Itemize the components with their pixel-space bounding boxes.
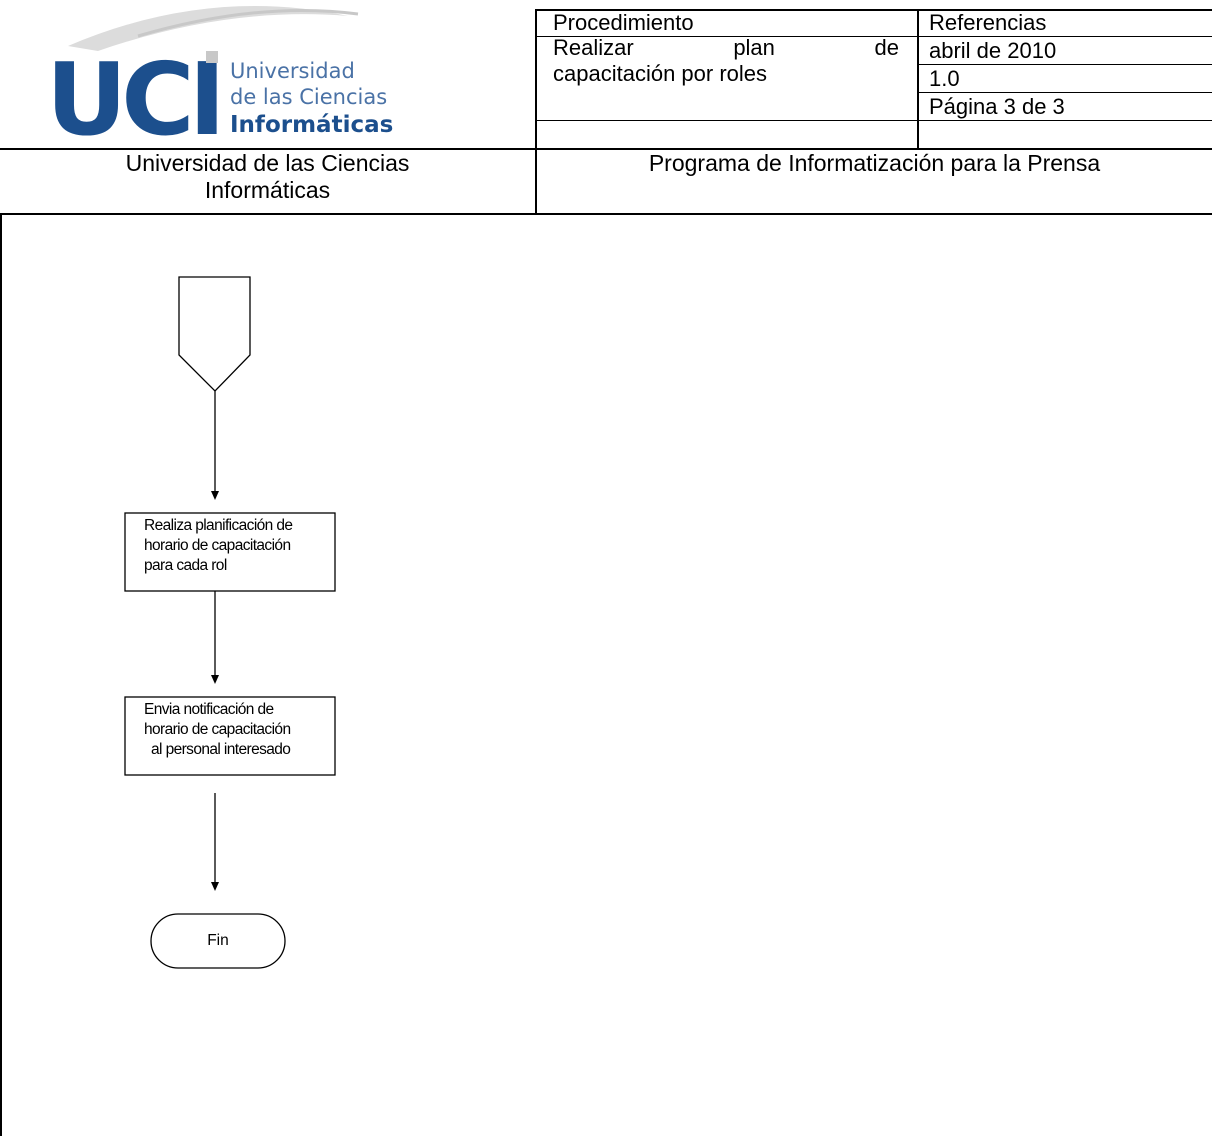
program-name: Programa de Informatización para la Pren… [648, 150, 1101, 176]
row-line-5 [0, 148, 1212, 150]
row-line-3 [917, 92, 1212, 93]
arrow-2-head [211, 675, 219, 684]
end-terminator [150, 913, 286, 969]
row-line-1 [535, 36, 1212, 37]
arrow-3-head [211, 882, 219, 891]
procedimiento-label: Procedimiento [553, 10, 694, 35]
uci-logo: UCI Universidad de las Ciencias Informát… [46, 6, 393, 146]
document-header: UCI Universidad de las Ciencias Informát… [0, 0, 1212, 215]
procedure-title: Realizar plan de capacitación por roles [553, 35, 899, 87]
process-step-1-text: Realiza planificación de horario de capa… [144, 517, 293, 574]
middle-vertical-line [535, 9, 537, 214]
process-box-2 [124, 696, 336, 776]
arrow-1-head [211, 491, 219, 500]
svg-text:Universidad: Universidad [230, 59, 355, 83]
referencias-label: Referencias [929, 10, 1047, 35]
date-value: abril de 2010 [929, 38, 1057, 63]
svg-text:Informáticas: Informáticas [230, 112, 393, 138]
row-line-2 [917, 64, 1212, 65]
university-name: Universidad de las Ciencias Informáticas [125, 150, 410, 203]
row-line-4 [535, 120, 1212, 121]
off-page-connector-shape [178, 276, 251, 392]
flowchart-area: Realiza planificación de horario de capa… [0, 215, 1212, 1136]
process-step-2-text: Envia notificación de horario de capacit… [144, 701, 291, 758]
flowchart [124, 276, 336, 969]
procedure-title-word-1: Realizar [553, 35, 634, 60]
end-label: Fin [207, 932, 229, 949]
page-number: Página 3 de 3 [929, 94, 1065, 119]
procedure-title-line-2: capacitación por roles [553, 61, 768, 86]
left-border [0, 215, 2, 1136]
process-box-1 [124, 512, 336, 592]
version-value: 1.0 [929, 66, 960, 91]
top-border [535, 9, 1212, 11]
header-bottom-border [0, 213, 1212, 215]
procedure-title-word-3: de [874, 35, 899, 60]
svg-text:UCI: UCI [46, 41, 220, 146]
right-vertical-line [917, 9, 919, 148]
procedure-title-word-2: plan [733, 35, 775, 60]
svg-text:de las Ciencias: de las Ciencias [230, 85, 387, 109]
